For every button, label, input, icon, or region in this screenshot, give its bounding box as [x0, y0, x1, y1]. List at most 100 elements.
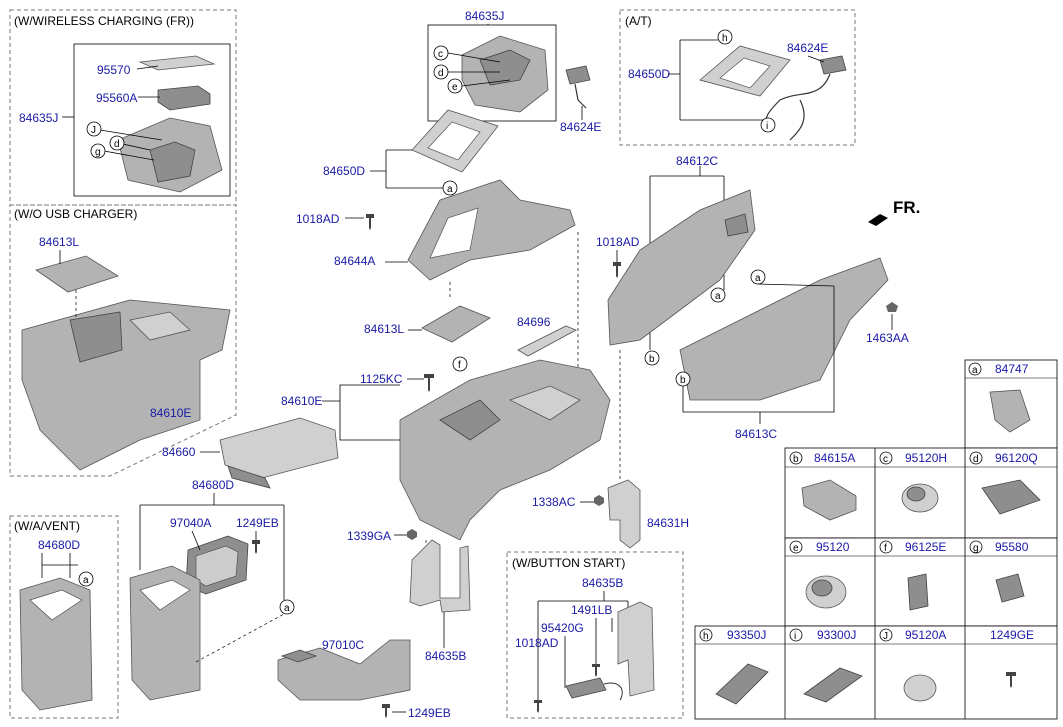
- marker-a-vent: [279, 599, 295, 615]
- insert-84696: [517, 325, 577, 357]
- nut-1339ga-icon: [407, 529, 417, 540]
- svg-text:g: g: [973, 543, 979, 554]
- label-97040a: 97040A: [170, 516, 211, 530]
- usb-section-title: (W/O USB CHARGER): [14, 207, 137, 221]
- legend-cell-a: a 84747: [968, 362, 1031, 433]
- legend-cell-e: e 95120: [789, 540, 850, 609]
- svg-text:93300J: 93300J: [817, 628, 856, 642]
- marker-a-vent2-text: a: [83, 575, 89, 586]
- top-cover-box: [427, 24, 557, 122]
- svg-text:84747: 84747: [995, 362, 1029, 376]
- svg-text:f: f: [884, 543, 887, 554]
- label-84624e-at: 84624E: [787, 41, 828, 55]
- legend-cell-c: c 95120H: [879, 451, 947, 513]
- svg-text:96125E: 96125E: [905, 540, 946, 554]
- label-84613c: 84613C: [735, 427, 777, 441]
- label-1249eb-b: 1249EB: [408, 706, 451, 720]
- at-section-title: (A/T): [625, 14, 652, 28]
- svg-text:95120A: 95120A: [905, 628, 946, 642]
- screw-1249eb-a-icon: [252, 540, 260, 554]
- marker-b-side-1-text: b: [649, 354, 655, 365]
- label-84680d-vent: 84680D: [38, 538, 80, 552]
- duct-97010c: [277, 639, 411, 701]
- svg-text:c: c: [883, 454, 888, 465]
- label-84613l-usb: 84613L: [39, 235, 79, 249]
- label-95420g: 95420G: [541, 621, 584, 635]
- bracket-84635b-button: [617, 601, 655, 697]
- legend-cell-g: g 95580: [969, 540, 1029, 603]
- svg-text:e: e: [793, 543, 799, 554]
- legend-cell-f: f 96125E: [879, 540, 946, 611]
- label-84650d-at: 84650D: [628, 67, 670, 81]
- svg-text:i: i: [794, 631, 796, 642]
- legend-cell-J: J 95120A: [879, 628, 946, 702]
- marker-a-vent-text: a: [284, 603, 290, 614]
- marker-a-bezel: [442, 180, 458, 196]
- label-1018ad-a: 1018AD: [296, 212, 340, 226]
- marker-i-text: i: [766, 121, 768, 132]
- legend-cell-i: i 93300J: [789, 628, 863, 703]
- button-module-95420g: [565, 677, 623, 701]
- label-84624e-top: 84624E: [560, 120, 601, 134]
- marker-b-side-2-text: b: [680, 375, 686, 386]
- marker-f-text: f: [458, 360, 461, 371]
- top-cover-84635j: [461, 35, 549, 113]
- label-97010c: 97010C: [322, 638, 364, 652]
- svg-text:h: h: [703, 631, 709, 642]
- label-84680d: 84680D: [192, 478, 234, 492]
- label-1018ad-c: 1018AD: [515, 636, 559, 650]
- shift-bezel-at: [699, 45, 791, 97]
- label-84610e: 84610E: [281, 394, 322, 408]
- label-1018ad-b: 1018AD: [596, 235, 640, 249]
- armrest-84660: [219, 417, 339, 489]
- svg-text:b: b: [793, 454, 799, 465]
- console-84610e-usb: [21, 299, 231, 471]
- legend-cell-b: b 84615A: [789, 451, 857, 521]
- vent-section-title: (W/A/VENT): [14, 519, 80, 533]
- marker-h-text: h: [722, 33, 728, 44]
- console-84610e: [399, 359, 611, 541]
- label-1249eb-a: 1249EB: [236, 516, 279, 530]
- svg-text:a: a: [972, 365, 978, 376]
- wireless-inner-box: [73, 43, 231, 197]
- screw-1249eb-b-icon: [382, 704, 390, 718]
- screw-1491lb-icon: [592, 664, 600, 677]
- marker-i: [760, 117, 776, 133]
- bracket-84635b: [409, 539, 471, 613]
- vent-grille-97040a: [185, 535, 249, 595]
- wireless-pad-95570: [138, 55, 216, 71]
- svg-text:96120Q: 96120Q: [995, 451, 1038, 465]
- rear-panel-84680d: [129, 565, 201, 701]
- svg-text:1249GE: 1249GE: [990, 628, 1034, 642]
- label-84635b-a: 84635B: [425, 649, 466, 663]
- connector-84624e-top: [565, 65, 591, 109]
- marker-J-wireless: [86, 121, 102, 137]
- screw-1018ad-c-icon: [534, 700, 542, 713]
- label-1463aa: 1463AA: [866, 331, 909, 345]
- label-84610e-usb: 84610E: [150, 406, 191, 420]
- marker-J-text: J: [91, 125, 96, 136]
- rear-panel-vent-variant: [19, 577, 93, 711]
- front-arrow-icon: [868, 214, 888, 226]
- label-84631h: 84631H: [647, 516, 689, 530]
- label-84635j-left: 84635J: [19, 111, 58, 125]
- trim-84644a: [407, 179, 576, 281]
- label-1491lb: 1491LB: [571, 603, 612, 617]
- side-cover-84612c: [607, 189, 756, 346]
- label-84660: 84660: [162, 445, 196, 459]
- nut-1338ac-icon: [594, 495, 604, 506]
- usb-frame: [9, 204, 237, 477]
- mat-84613l-center: [421, 305, 491, 343]
- screw-1018ad-b-icon: [613, 262, 621, 278]
- label-84696: 84696: [517, 315, 551, 329]
- label-1125kc: 1125KC: [360, 372, 403, 386]
- harness-84624e-at: [765, 55, 847, 141]
- marker-a-side-1-text: a: [715, 291, 721, 302]
- marker-d-wireless: [109, 135, 125, 151]
- label-84635b-b: 84635B: [582, 576, 623, 590]
- clip-1463aa-icon: [886, 302, 898, 312]
- marker-e-text: e: [452, 82, 458, 93]
- shift-bezel-84650d: [411, 109, 499, 173]
- svg-text:93350J: 93350J: [727, 628, 766, 642]
- svg-text:d: d: [973, 454, 979, 465]
